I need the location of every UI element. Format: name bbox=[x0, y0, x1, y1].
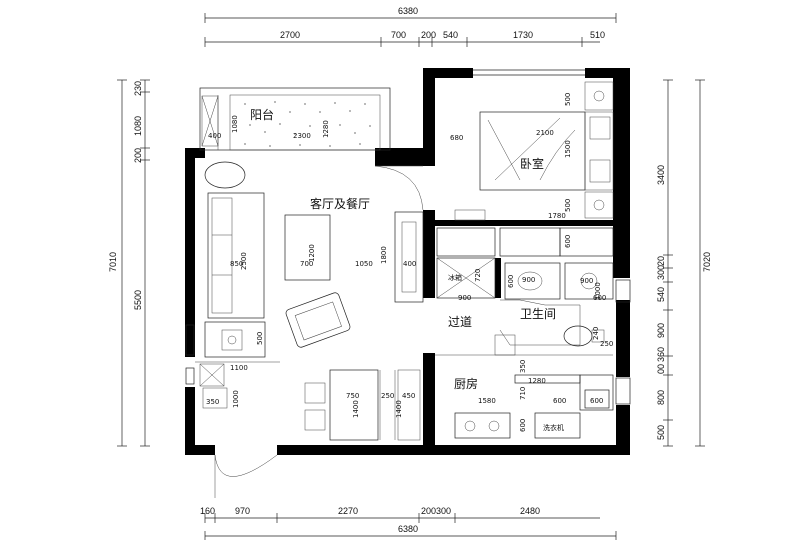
dim-bed-top: 500 bbox=[564, 93, 572, 106]
room-label-corridor: 过道 bbox=[448, 315, 472, 329]
room-label-living-dining: 客厅及餐厅 bbox=[310, 196, 370, 211]
dim-fridge-w: 900 bbox=[458, 294, 471, 302]
dim-top-overall: 6380 bbox=[398, 6, 418, 16]
dimension-left: 7010 230 1080 200 5500 bbox=[108, 79, 150, 447]
dim-bench-w: 250 bbox=[381, 392, 394, 400]
dim-bottom-seg: 200300 bbox=[421, 506, 451, 516]
dim-dining-w: 750 bbox=[346, 392, 359, 400]
dim-toilet-d: 240 bbox=[592, 327, 600, 340]
windows bbox=[185, 279, 631, 405]
dim-bed-length: 1500 bbox=[564, 140, 572, 158]
dim-counter-len: 1580 bbox=[478, 397, 496, 405]
dim-bath-low: 600 bbox=[593, 294, 606, 302]
dim-top-seg: 200 bbox=[421, 30, 436, 40]
dim-living-span: 1050 bbox=[355, 260, 373, 268]
dim-right-seg: 300 bbox=[656, 265, 666, 280]
dim-left-overall: 7010 bbox=[108, 252, 118, 272]
dim-bath-cab: 900 bbox=[580, 277, 593, 285]
dim-right-seg: 800 bbox=[656, 390, 666, 405]
dim-balcony-side: 400 bbox=[208, 132, 221, 140]
dim-right-seg: 20 bbox=[656, 256, 666, 266]
dim-balcony-width: 2300 bbox=[293, 132, 311, 140]
dim-shoe-h: 1000 bbox=[232, 390, 240, 408]
dim-bed-bottom: 500 bbox=[564, 199, 572, 212]
room-label-kitchen: 厨房 bbox=[454, 376, 478, 391]
dim-tv-len: 1800 bbox=[380, 246, 388, 264]
dim-top-seg: 540 bbox=[443, 30, 458, 40]
dim-hall-w: 1100 bbox=[230, 364, 248, 372]
dim-bath-upper: 600 bbox=[564, 235, 572, 248]
dim-right-seg: 360 bbox=[656, 347, 666, 362]
dim-balcony-inner: 1280 bbox=[322, 120, 330, 138]
dim-table-h: 1200 bbox=[308, 244, 316, 262]
living-room: 客厅及餐厅 850 2500 700 1200 1050 1800 400 50… bbox=[204, 161, 424, 358]
dim-left-seg: 5500 bbox=[133, 290, 143, 310]
dim-toilet-w: 250 bbox=[600, 340, 613, 348]
dim-right-overall: 7020 bbox=[702, 252, 712, 272]
dim-balcony-depth: 1080 bbox=[231, 115, 239, 133]
dim-bottom-seg: 160 bbox=[200, 506, 215, 516]
label-washer: 洗衣机 bbox=[543, 423, 564, 432]
room-label-bedroom: 卧室 bbox=[520, 156, 544, 171]
dim-left-seg: 200 bbox=[133, 148, 143, 163]
dim-kitchen-len: 1280 bbox=[528, 377, 546, 385]
dim-bench-h: 1400 bbox=[395, 400, 403, 418]
dim-bottom-overall: 6380 bbox=[398, 524, 418, 534]
dim-right-seg: 500 bbox=[656, 425, 666, 440]
dim-top-seg: 510 bbox=[590, 30, 605, 40]
dim-vanity-w: 900 bbox=[522, 276, 535, 284]
dim-sofa-depth: 850 bbox=[230, 260, 243, 268]
dim-dining-h: 1400 bbox=[352, 400, 360, 418]
dimension-bottom: 160 970 2270 200300 2480 6380 bbox=[200, 506, 617, 540]
dim-right-seg: 900 bbox=[656, 323, 666, 338]
dim-cab-w: 450 bbox=[402, 392, 415, 400]
dim-fridge-depth: 720 bbox=[474, 269, 482, 282]
dim-counter-h: 710 bbox=[519, 387, 527, 400]
room-label-balcony: 阳台 bbox=[250, 107, 274, 122]
dim-right-seg: 3400 bbox=[656, 165, 666, 185]
bathroom: 卫生间 600 900 900 1000 600 240 250 bbox=[494, 262, 613, 356]
kitchen: 厨房 350 1280 710 1580 600 600 600 洗衣机 bbox=[435, 354, 614, 439]
label-fridge: 冰箱 bbox=[448, 273, 462, 282]
dim-left-seg: 230 bbox=[133, 81, 143, 96]
dim-bottom-seg: 2270 bbox=[338, 506, 358, 516]
balcony: 阳台 400 1080 2300 1280 bbox=[199, 87, 391, 151]
dim-stove-d: 600 bbox=[519, 419, 527, 432]
dim-table-w: 700 bbox=[300, 260, 313, 268]
dim-wardrobe: 1780 bbox=[548, 212, 566, 220]
dim-bed-side: 680 bbox=[450, 134, 463, 142]
dim-tv-depth: 400 bbox=[403, 260, 416, 268]
dim-sink-w2: 600 bbox=[590, 397, 603, 405]
dim-right-seg: 00 bbox=[656, 364, 666, 374]
room-label-bathroom: 卫生间 bbox=[520, 307, 556, 321]
dim-bed-width: 2100 bbox=[536, 129, 554, 137]
dining-area: 1100 350 1000 750 1400 250 1400 450 bbox=[195, 361, 421, 498]
dim-bottom-seg: 2480 bbox=[520, 506, 540, 516]
dim-kitchen-depth: 350 bbox=[519, 360, 527, 373]
dim-top-seg: 1730 bbox=[513, 30, 533, 40]
dim-side-cabinet: 500 bbox=[256, 332, 264, 345]
corridor: 冰箱 720 900 600 过道 bbox=[436, 227, 614, 329]
balcony-pattern bbox=[244, 101, 371, 147]
dim-vanity-d: 600 bbox=[507, 275, 515, 288]
dim-right-seg: 540 bbox=[656, 287, 666, 302]
dimension-right: 3400 20 300 540 900 360 00 800 500 7020 bbox=[656, 79, 712, 447]
dim-bottom-seg: 970 bbox=[235, 506, 250, 516]
dim-sink-w: 600 bbox=[553, 397, 566, 405]
dim-top-seg: 700 bbox=[391, 30, 406, 40]
walls bbox=[185, 68, 630, 455]
dim-sofa-len: 2500 bbox=[240, 252, 248, 270]
dim-bath-h: 1000 bbox=[594, 282, 602, 300]
dim-top-seg: 2700 bbox=[280, 30, 300, 40]
dimension-top: 6380 2700 700 200 540 1730 510 bbox=[204, 6, 617, 47]
dim-shoe-w: 350 bbox=[206, 398, 219, 406]
dim-left-seg: 1080 bbox=[133, 116, 143, 136]
bedroom: 卧室 680 2100 1500 500 500 1780 bbox=[450, 69, 614, 221]
